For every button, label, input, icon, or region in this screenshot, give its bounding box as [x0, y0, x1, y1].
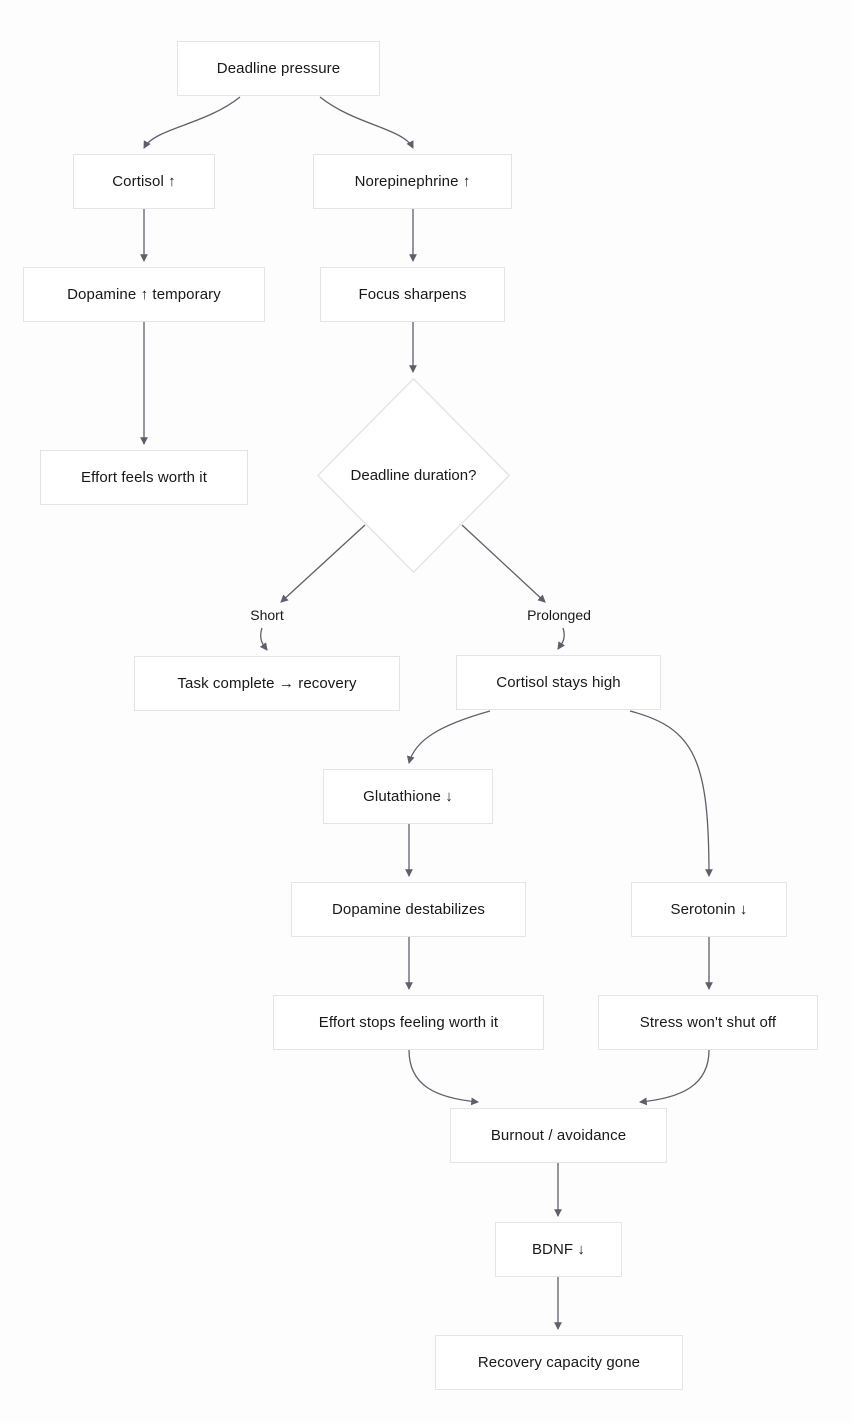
node-label-task-complete: Task complete → recovery [177, 674, 357, 692]
edge-cortisol-high-to-glutathione [406, 710, 491, 765]
node-effort-feels-worth-it[interactable]: Effort feels worth it [40, 450, 248, 505]
edge-duration-prolonged-to-cortisol-high [557, 627, 565, 650]
node-task-complete[interactable]: Task complete → recovery [134, 656, 400, 711]
node-dopamine-up-temporary[interactable]: Dopamine ↑ temporary [23, 267, 265, 322]
node-stress-wont-shut-off[interactable]: Stress won't shut off [598, 995, 818, 1050]
node-label-recovery-capacity-gone: Recovery capacity gone [477, 1353, 641, 1371]
node-focus-sharpens[interactable]: Focus sharpens [320, 267, 505, 322]
edge-label-short: Short [250, 607, 284, 623]
node-dopamine-destabilizes[interactable]: Dopamine destabilizes [291, 882, 526, 937]
node-cortisol-up[interactable]: Cortisol ↑ [73, 154, 215, 209]
node-label-norepinephrine-up: Norepinephrine ↑ [354, 172, 471, 190]
node-glutathione-down[interactable]: Glutathione ↓ [323, 769, 493, 824]
node-label-burnout-avoidance: Burnout / avoidance [490, 1126, 627, 1144]
node-recovery-capacity-gone[interactable]: Recovery capacity gone [435, 1335, 683, 1390]
edge-label-prolonged: Prolonged [527, 607, 591, 623]
edge-duration-short-to-task [259, 627, 268, 651]
node-deadline-duration[interactable]: Deadline duration? [317, 378, 510, 573]
node-bdnf-down[interactable]: BDNF ↓ [495, 1222, 622, 1277]
node-label-bdnf-down: BDNF ↓ [531, 1240, 586, 1258]
node-deadline-pressure[interactable]: Deadline pressure [177, 41, 380, 96]
node-effort-stops-worth-it[interactable]: Effort stops feeling worth it [273, 995, 544, 1050]
node-serotonin-down[interactable]: Serotonin ↓ [631, 882, 787, 937]
edge-effort-stops-to-burnout [408, 1049, 480, 1106]
edge-deadline-to-cortisol [143, 96, 241, 149]
edge-deadline-to-norepinephrine [319, 96, 414, 149]
node-label-cortisol-up: Cortisol ↑ [112, 172, 176, 190]
edge-cortisol-high-to-serotonin [629, 710, 713, 878]
node-norepinephrine-up[interactable]: Norepinephrine ↑ [313, 154, 512, 209]
node-burnout-avoidance[interactable]: Burnout / avoidance [450, 1108, 667, 1163]
node-label-cortisol-stays-high: Cortisol stays high [496, 673, 621, 691]
node-label-focus-sharpens: Focus sharpens [358, 285, 467, 303]
node-label-effort-feels-worth-it: Effort feels worth it [80, 468, 208, 486]
node-label-deadline-pressure: Deadline pressure [216, 59, 341, 77]
node-label-effort-stops-worth-it: Effort stops feeling worth it [318, 1013, 499, 1031]
node-label-dopamine-destabilizes: Dopamine destabilizes [331, 900, 485, 918]
edge-stress-to-burnout [638, 1049, 710, 1106]
node-label-glutathione-down: Glutathione ↓ [363, 787, 453, 805]
node-label-serotonin-down: Serotonin ↓ [670, 900, 748, 918]
node-cortisol-stays-high[interactable]: Cortisol stays high [456, 655, 661, 710]
diamond-shape-icon [317, 378, 510, 573]
node-label-deadline-duration: Deadline duration? [350, 467, 477, 484]
node-label-dopamine-up-temporary: Dopamine ↑ temporary [67, 285, 221, 303]
node-label-stress-wont-shut-off: Stress won't shut off [639, 1013, 777, 1031]
